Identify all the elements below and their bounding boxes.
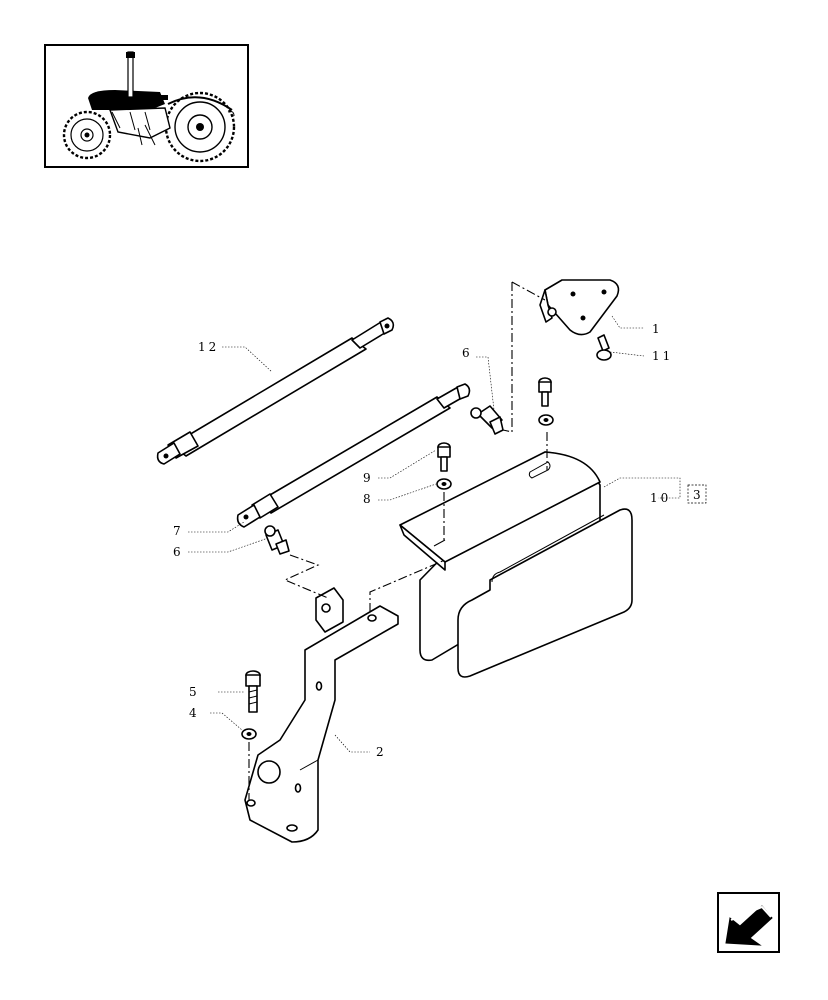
- callout-labels: 12 6 1 11 9 8 7 6 10 3 5 4 2: [173, 322, 707, 759]
- plate-bracket: [539, 279, 620, 336]
- back-arrow-icon: [725, 905, 773, 946]
- assembly-centerlines: [248, 281, 548, 800]
- mounting-bracket: [244, 587, 399, 843]
- callout-12[interactable]: 12: [198, 340, 219, 354]
- cover-panel: [457, 508, 633, 678]
- callout-2[interactable]: 2: [376, 745, 387, 759]
- callout-9[interactable]: 9: [363, 471, 374, 485]
- bolt-upper-right: [538, 377, 554, 426]
- gas-spring-upper: [156, 317, 395, 465]
- callout-11[interactable]: 11: [652, 349, 673, 363]
- leader-lines: [188, 315, 681, 753]
- bolt-middle: [436, 442, 452, 490]
- callout-6-lower[interactable]: 6: [173, 545, 184, 559]
- callout-3[interactable]: 3: [693, 488, 704, 502]
- bolt-lower-left: [241, 670, 261, 740]
- screw-11: [596, 334, 612, 361]
- tractor-thumbnail[interactable]: [44, 44, 249, 168]
- gas-spring-lower: [236, 383, 471, 528]
- callout-7[interactable]: 7: [173, 524, 184, 538]
- callout-8[interactable]: 8: [363, 492, 374, 506]
- callout-4[interactable]: 4: [189, 706, 200, 720]
- callout-10[interactable]: 10: [650, 491, 671, 505]
- callout-6-upper[interactable]: 6: [462, 346, 473, 360]
- back-navigation-button[interactable]: [717, 892, 780, 953]
- callout-5[interactable]: 5: [189, 685, 200, 699]
- tractor-icon: [62, 51, 236, 163]
- ball-stud-lower: [264, 525, 290, 555]
- ball-stud-upper: [470, 405, 504, 435]
- callout-1[interactable]: 1: [652, 322, 663, 336]
